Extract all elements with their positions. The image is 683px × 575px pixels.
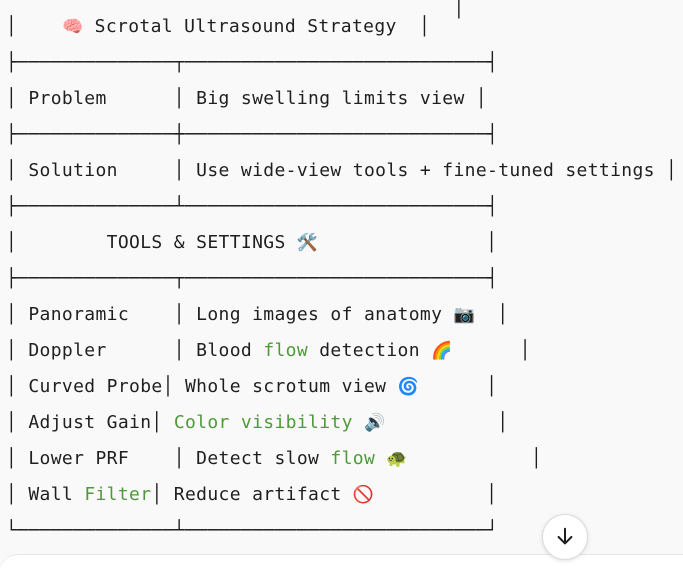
table-line: │ Lower PRF │ Detect slow flow 🐢 │ [6,448,677,469]
table-text: ├──────────────┼────────────────────────… [6,124,499,145]
table-line: │ Panoramic │ Long images of anatomy 📷 │ [6,304,677,325]
table-text: └──────────────┴────────────────────────… [6,520,499,541]
table-text: │ TOOLS & SETTINGS [6,232,297,253]
table-text: │ Doppler │ Blood [6,340,264,361]
emoji-icon: 🌈 [431,341,453,361]
highlighted-text: flow [330,448,376,469]
table-line: │ 🧠 Scrotal Ultrasound Strategy │ [6,16,677,37]
emoji-icon: 🚫 [352,485,375,505]
emoji-icon: 🛠️ [296,233,319,253]
table-text: detection [308,340,432,361]
highlighted-text: Color visibility [173,412,353,433]
table-text: │ [419,376,498,397]
table-text: │ [452,340,531,361]
table-line: ├──────────────┼────────────────────────… [6,126,677,144]
emoji-icon: 🔊 [364,413,386,433]
table-line: │ TOOLS & SETTINGS 🛠️ │ [6,232,677,253]
table-text: │ Solution │ Use wide-view tools + fine-… [6,160,678,181]
table-text: │ Wall [6,484,85,505]
table-text: │ [318,232,498,253]
emoji-icon: 📷 [453,305,476,325]
table-text: ├──────────────┬────────────────────────… [6,268,499,289]
table-text: │ Adjust Gain│ [6,412,174,433]
arrow-down-icon [557,527,573,545]
table-text: ├──────────────┴────────────────────────… [6,196,499,217]
ascii-table: ││ 🧠 Scrotal Ultrasound Strategy │├─────… [6,0,677,540]
table-text: │ [6,0,465,19]
table-text: │ [385,412,509,433]
table-text: │ Problem │ Big swelling limits view │ [6,88,488,109]
emoji-icon: 🌀 [397,377,420,397]
table-text: Scrotal Ultrasound Strategy │ [83,16,431,37]
table-line: │ Solution │ Use wide-view tools + fine-… [6,162,677,180]
table-line: │ Problem │ Big swelling limits view │ [6,90,677,108]
table-text [375,448,386,469]
table-text [353,412,364,433]
table-line: ├──────────────┬────────────────────────… [6,54,677,72]
table-text: │ Curved Probe│ Whole scrotum view [6,376,398,397]
table-line: │ Wall Filter│ Reduce artifact 🚫 │ [6,484,677,505]
table-line: │ Adjust Gain│ Color visibility 🔊 │ [6,412,677,433]
table-text: │ Panoramic │ Long images of anatomy [6,304,454,325]
table-text: │ [475,304,509,325]
table-line: ├──────────────┬────────────────────────… [6,270,677,288]
table-line: ├──────────────┴────────────────────────… [6,198,677,216]
table-text: ├──────────────┬────────────────────────… [6,52,499,73]
table-text: │ Reduce artifact [151,484,353,505]
table-line: │ Doppler │ Blood flow detection 🌈 │ [6,340,677,361]
highlighted-text: Filter [84,484,152,505]
table-line: └──────────────┴────────────────────────… [6,522,677,540]
table-text: │ [6,16,62,37]
emoji-icon: 🐢 [386,449,408,469]
message-input-edge[interactable] [0,554,683,575]
table-line: │ [6,0,677,18]
scroll-down-button[interactable] [542,514,588,560]
table-line: │ Curved Probe│ Whole scrotum view 🌀 │ [6,376,677,397]
table-text: │ [374,484,498,505]
emoji-icon: 🧠 [61,17,84,37]
table-text: │ Lower PRF │ Detect slow [6,448,331,469]
highlighted-text: flow [263,340,309,361]
table-text: │ [407,448,543,469]
